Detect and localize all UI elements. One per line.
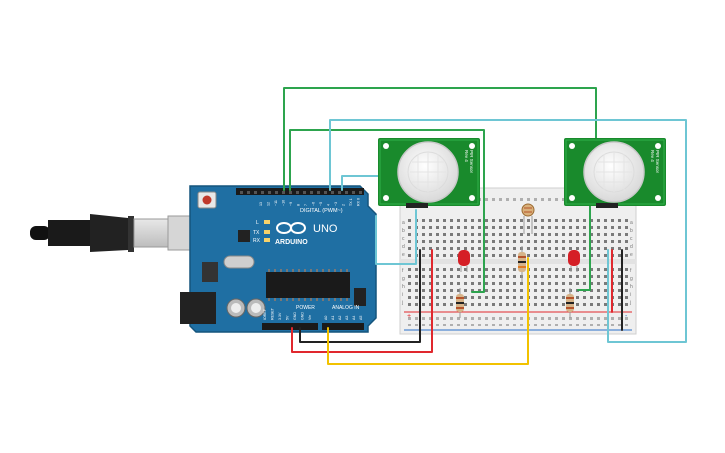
wire-red-5v — [291, 249, 433, 353]
analog-pin-label: A3 — [345, 316, 349, 320]
pir-right-title: PIR Sensor — [655, 150, 660, 174]
breadboard-row-letter: j — [629, 300, 631, 306]
breadboard-row-letter: e — [630, 252, 633, 258]
photoresistor[interactable] — [521, 203, 535, 234]
breadboard-row-letter: b — [402, 228, 405, 234]
digital-pin-label: ~9 — [289, 202, 293, 206]
resistor-middle[interactable] — [518, 246, 526, 282]
analog-pin-label: A5 — [359, 316, 363, 320]
led-right[interactable] — [568, 250, 580, 272]
breadboard-row-letter: g — [630, 276, 633, 282]
wire-green-mid — [289, 129, 485, 293]
breadboard-row-letter: i — [402, 292, 403, 298]
power-pin-label: GND — [301, 312, 305, 320]
power-pin-label: RESET — [271, 307, 275, 320]
led-label-l: L — [256, 220, 259, 226]
digital-pin-label: ~10 — [282, 200, 286, 206]
led-label-rx: RX — [253, 238, 261, 244]
power-pin-label: Vin — [308, 315, 312, 320]
usb-cable[interactable] — [30, 214, 217, 252]
analog-pin-label: A4 — [352, 316, 356, 320]
breadboard-row-letter: h — [630, 284, 633, 290]
breadboard-row-letter: f — [402, 268, 404, 274]
breadboard-row-letter: a — [402, 220, 405, 226]
digital-pin-label: 7 — [304, 204, 308, 206]
pir-sensor-right[interactable]: PIR Sensor Rev 4 — [564, 138, 666, 208]
rail-minus-label: - — [625, 313, 628, 320]
analog-pin-label: A1 — [331, 316, 335, 320]
onboard-leds — [264, 220, 270, 242]
digital-pin-label: 2 — [342, 204, 346, 206]
wire-cyan-short — [341, 175, 381, 191]
power-pin-label: 5V — [286, 315, 290, 320]
pir-sensor-left[interactable]: PIR Sensor Rev 4 — [378, 138, 480, 208]
digital-pin-label: TX 1 — [349, 198, 353, 206]
analog-header[interactable] — [322, 323, 364, 330]
led-left[interactable] — [458, 250, 470, 272]
breadboard-row-letter: e — [402, 252, 405, 258]
breadboard-row-letter: d — [402, 244, 405, 250]
wire-cyan-top — [329, 119, 687, 343]
digital-pin-label: ~5 — [319, 202, 323, 206]
breadboard-row-letter: j — [401, 300, 403, 306]
breadboard-row-letter: g — [402, 276, 405, 282]
digital-pin-label: ~6 — [312, 202, 316, 206]
pir-left-title: PIR Sensor — [469, 150, 474, 174]
atmega-chip — [266, 272, 350, 298]
led-label-tx: TX — [253, 230, 260, 236]
breadboard-row-letter: h — [402, 284, 405, 290]
arduino-logo — [276, 222, 306, 234]
arduino-model: UNO — [313, 223, 338, 235]
breadboard-row-letter: c — [402, 236, 405, 242]
rail-plus-label: + — [407, 313, 411, 320]
breadboard-row-letter: b — [630, 228, 633, 234]
breadboard-row-letter: c — [630, 236, 633, 242]
power-header-label: POWER — [296, 305, 315, 311]
wires[interactable] — [283, 87, 687, 365]
voltage-regulator — [202, 262, 218, 282]
wire-yellow-a0 — [327, 257, 529, 365]
breadboard-row-letter: d — [630, 244, 633, 250]
icsp-header — [354, 288, 366, 306]
digital-pin-label: ~11 — [274, 200, 278, 206]
small-chip — [238, 230, 250, 242]
power-pin-label: 3.3V — [278, 312, 282, 320]
digital-pin-label: ~3 — [334, 202, 338, 206]
digital-header[interactable] — [236, 188, 364, 195]
analog-pin-label: A0 — [324, 316, 328, 320]
power-jack — [180, 292, 216, 324]
resistor-left[interactable] — [456, 288, 464, 318]
digital-pin-label: 12 — [267, 202, 271, 206]
breadboard-row-letter: i — [630, 292, 631, 298]
power-pin-label: GND — [293, 312, 297, 320]
analog-header-label: ANALOG IN — [332, 305, 360, 311]
digital-pin-label: 4 — [327, 204, 331, 206]
analog-pin-label: A2 — [338, 316, 342, 320]
power-pin-label: IOREF — [263, 308, 267, 320]
arduino-brand: ARDUINO — [275, 239, 308, 246]
wire-black-gnd — [299, 249, 421, 343]
breadboard-row-letter: f — [630, 268, 632, 274]
pir-left-rev: Rev 4 — [464, 150, 469, 162]
crystal — [223, 255, 255, 269]
digital-pin-label: 13 — [259, 202, 263, 206]
wire-cyan-left — [375, 209, 417, 265]
resistor-right[interactable] — [566, 288, 574, 318]
pir-right-rev: Rev 4 — [650, 150, 655, 162]
digital-pin-label: RX 0 — [357, 198, 361, 206]
breadboard-row-letter: a — [630, 220, 633, 226]
power-header[interactable] — [262, 323, 318, 330]
digital-pin-label: 8 — [297, 204, 301, 206]
digital-header-label: DIGITAL (PWM~) — [300, 208, 343, 214]
